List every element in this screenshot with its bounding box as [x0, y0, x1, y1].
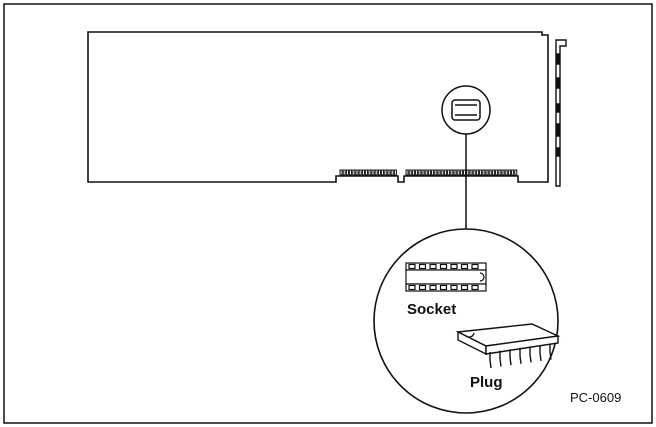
socket-pin-hole	[450, 284, 458, 291]
bracket-slot	[556, 103, 560, 113]
socket-pin-hole	[460, 263, 469, 270]
connector-finger	[434, 169, 438, 176]
chip-pin	[499, 350, 502, 367]
connector-finger	[368, 169, 372, 176]
chip-pin	[489, 352, 492, 369]
connector-finger	[507, 169, 511, 176]
socket-pin-hole	[418, 263, 427, 270]
connector-finger	[447, 169, 451, 176]
connector-finger	[421, 169, 425, 176]
connector-finger	[511, 169, 515, 176]
socket-pin-hole	[450, 263, 458, 270]
connector-finger	[393, 169, 397, 176]
chip-pin	[549, 343, 552, 360]
figure-frame	[3, 3, 653, 424]
chip-pin	[539, 345, 542, 362]
connector-finger	[415, 169, 419, 176]
connector-finger	[498, 169, 502, 176]
chip-pin	[519, 347, 522, 364]
connector-finger	[437, 169, 441, 176]
connector-finger	[352, 169, 356, 176]
bracket-slot	[556, 123, 560, 137]
connector-finger	[345, 169, 349, 176]
connector-finger	[387, 169, 391, 176]
edge-connector	[339, 169, 518, 176]
connector-finger	[374, 169, 378, 176]
connector-finger	[504, 169, 508, 176]
connector-finger	[339, 169, 343, 176]
socket-pin-hole	[460, 284, 469, 291]
socket-label: Socket	[407, 301, 456, 318]
expansion-card	[87, 31, 549, 183]
socket-pin-hole	[471, 284, 479, 291]
connector-finger	[479, 169, 483, 176]
connector-finger	[495, 169, 499, 176]
connector-finger	[443, 169, 447, 176]
connector-finger	[485, 169, 489, 176]
connector-finger	[418, 169, 422, 176]
connector-finger	[427, 169, 431, 176]
socket-pin-hole	[439, 284, 448, 291]
connector-finger	[431, 169, 435, 176]
connector-finger	[456, 169, 460, 176]
bracket-slot	[556, 53, 560, 65]
socket-pin-hole	[418, 284, 427, 291]
connector-finger	[377, 169, 381, 176]
socket-pin-hole	[429, 263, 437, 270]
bracket-slot	[556, 77, 560, 89]
connector-finger	[440, 169, 444, 176]
connector-finger	[342, 169, 346, 176]
connector-finger	[365, 169, 369, 176]
connector-finger	[514, 169, 518, 176]
connector-finger	[381, 169, 385, 176]
connector-finger	[349, 169, 353, 176]
connector-finger	[453, 169, 457, 176]
bracket-slot	[556, 147, 560, 157]
socket-pin-hole	[471, 263, 479, 270]
connector-finger	[450, 169, 454, 176]
connector-finger	[371, 169, 375, 176]
plug-label: Plug	[470, 374, 503, 391]
connector-finger	[459, 169, 463, 176]
connector-finger	[475, 169, 479, 176]
dip-plug-chip-drawing	[455, 323, 561, 369]
connector-finger	[405, 169, 409, 176]
connector-finger	[390, 169, 394, 176]
connector-finger	[408, 169, 412, 176]
connector-finger	[424, 169, 428, 176]
connector-finger	[472, 169, 476, 176]
magnified-detail-circle	[373, 228, 559, 414]
connector-finger	[482, 169, 486, 176]
connector-finger	[469, 169, 473, 176]
connector-finger	[488, 169, 492, 176]
mounting-bracket	[555, 39, 567, 187]
connector-finger	[466, 169, 470, 176]
socket-pin-hole	[408, 284, 416, 291]
chip-pin	[529, 346, 532, 363]
figure-code: PC-0609	[570, 390, 621, 405]
connector-finger	[491, 169, 495, 176]
dip-socket-drawing	[405, 262, 487, 292]
socket-pin-hole	[429, 284, 437, 291]
connector-finger	[361, 169, 365, 176]
chip-pin	[509, 349, 512, 366]
connector-finger	[501, 169, 505, 176]
socket-pin-hole	[408, 263, 416, 270]
connector-finger	[358, 169, 362, 176]
connector-finger	[355, 169, 359, 176]
connector-finger	[411, 169, 415, 176]
connector-finger	[384, 169, 388, 176]
socket-pin-hole	[439, 263, 448, 270]
